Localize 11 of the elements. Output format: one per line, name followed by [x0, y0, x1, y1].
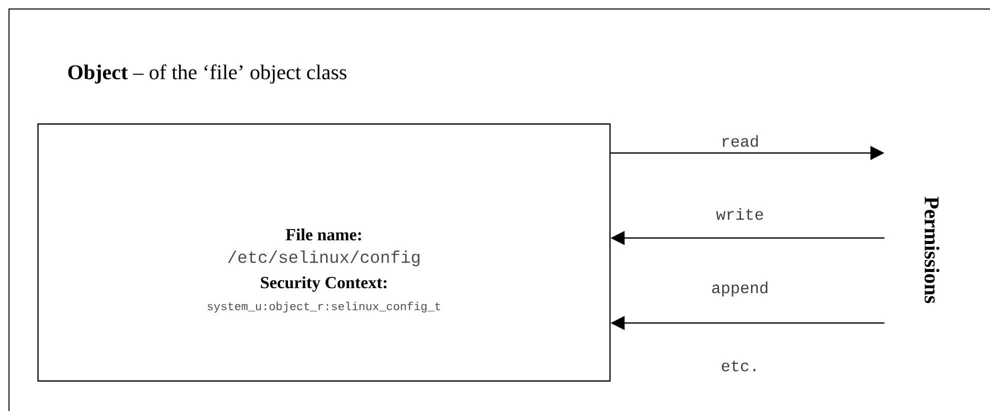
object-box [37, 123, 611, 382]
edge-label: read [722, 135, 758, 147]
heading: Object – of the ‘file’ object class [68, 64, 346, 84]
file-path: /etc/selinux/config [228, 250, 420, 266]
side-label: Permissions [924, 196, 940, 304]
field-label: Security Context: [260, 276, 386, 292]
context-string: system_u:object_r:selinux_config_t [208, 302, 440, 313]
note: etc. [722, 360, 756, 372]
field-label: File name: [286, 228, 361, 240]
edge-label: write [716, 208, 763, 220]
edge-label: append [712, 282, 768, 296]
